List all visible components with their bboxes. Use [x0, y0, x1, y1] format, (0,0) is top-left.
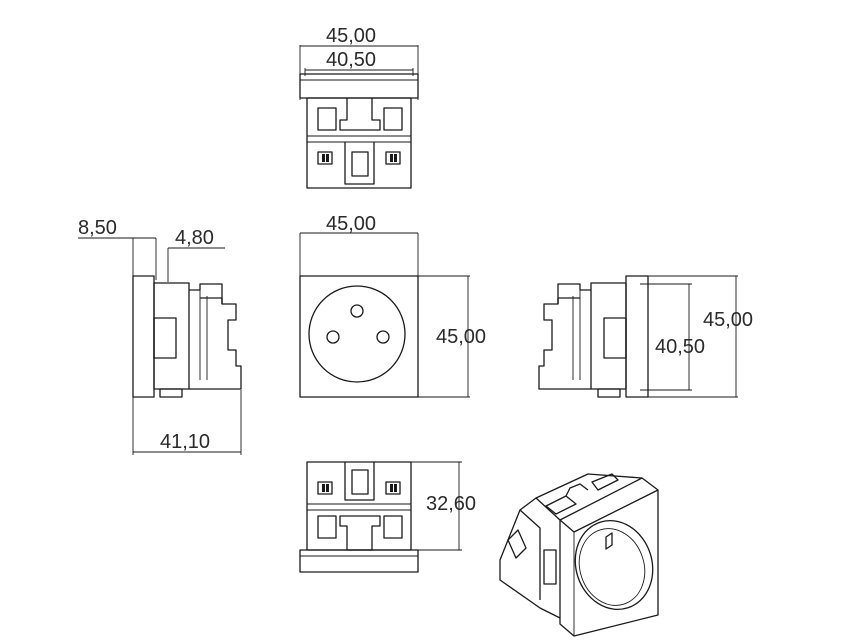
left-view — [78, 237, 242, 455]
isometric-view — [499, 473, 659, 637]
dim-left-offset: 4,80 — [175, 227, 214, 249]
dim-right-inner-height: 40,50 — [655, 336, 705, 358]
dim-left-total-depth: 41,10 — [160, 431, 210, 453]
top-view — [299, 45, 419, 189]
dim-top-outer-width: 45,00 — [326, 25, 376, 47]
right-view — [538, 275, 738, 398]
dim-front-height: 45,00 — [436, 326, 486, 348]
earth-pin-hole — [350, 304, 364, 318]
bottom-view — [299, 461, 462, 573]
dim-left-depth: 8,50 — [78, 217, 117, 239]
dim-right-outer-height: 45,00 — [703, 309, 753, 331]
dim-front-width: 45,00 — [326, 213, 376, 235]
dim-top-inner-width: 40,50 — [326, 49, 376, 71]
dim-bottom-depth: 32,60 — [426, 493, 476, 515]
neutral-pin-hole — [376, 330, 390, 344]
socket-face — [308, 285, 406, 383]
front-view — [299, 232, 470, 398]
live-pin-hole — [326, 330, 340, 344]
